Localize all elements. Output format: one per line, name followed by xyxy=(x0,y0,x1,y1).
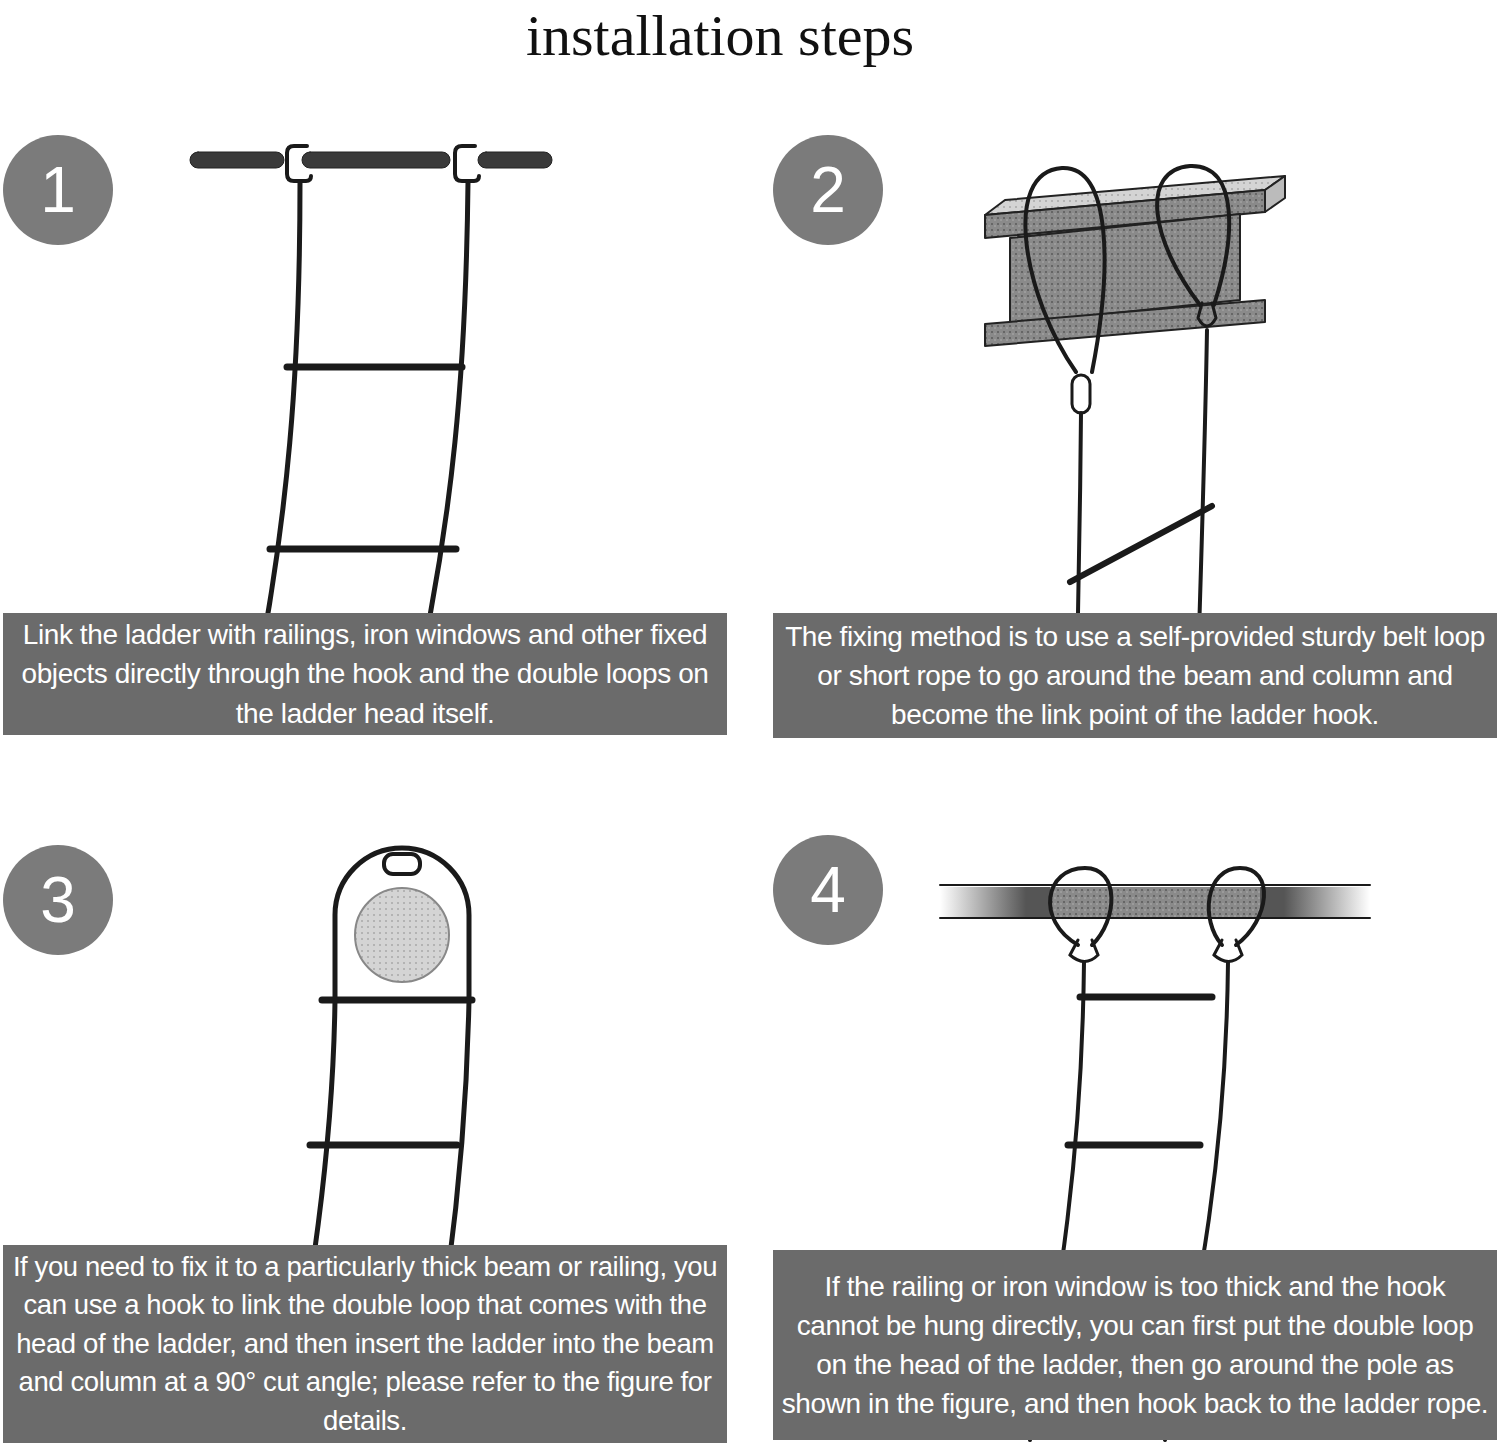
figure-stroke xyxy=(940,917,1370,919)
figure-stroke xyxy=(1157,166,1229,305)
caption-text: Link the ladder with railings, iron wind… xyxy=(11,615,719,733)
figure-stroke xyxy=(270,546,456,553)
figure-stroke xyxy=(1265,176,1285,212)
figure-stroke xyxy=(355,888,449,982)
figure-stroke xyxy=(1050,887,1260,917)
step-number: 2 xyxy=(810,158,846,222)
figure-stroke xyxy=(310,1142,457,1149)
figure-stroke xyxy=(1025,168,1104,372)
caption-band: Link the ladder with railings, iron wind… xyxy=(3,613,727,735)
step-number-circle: 3 xyxy=(3,845,113,955)
figure-stroke xyxy=(985,300,1265,346)
caption-text: If the railing or iron window is too thi… xyxy=(781,1267,1489,1424)
figure-stroke xyxy=(335,848,469,1000)
caption-band: If the railing or iron window is too thi… xyxy=(773,1250,1497,1440)
figure-stroke xyxy=(1050,868,1111,945)
step-number: 3 xyxy=(40,868,76,932)
figure-stroke xyxy=(287,364,462,371)
figure-stroke xyxy=(384,854,420,874)
caption-band: If you need to fix it to a particularly … xyxy=(3,1245,727,1443)
step-number: 1 xyxy=(40,158,76,222)
caption-band: The fixing method is to use a self-provi… xyxy=(773,613,1497,738)
figure-stroke xyxy=(1198,303,1216,326)
step-number-circle: 1 xyxy=(3,135,113,245)
figure-stroke xyxy=(1072,375,1090,413)
figure-stroke xyxy=(940,887,1370,917)
figure-stroke xyxy=(455,146,479,181)
figure-stroke xyxy=(1070,506,1212,582)
caption-text: The fixing method is to use a self-provi… xyxy=(781,617,1489,735)
figure-stroke xyxy=(302,152,450,168)
figure-stroke xyxy=(1080,994,1212,1001)
figure-stroke xyxy=(478,152,552,168)
figure-stroke xyxy=(287,146,311,181)
figure-stroke xyxy=(1214,940,1242,962)
figure-stroke xyxy=(1070,940,1098,962)
figure-stroke xyxy=(322,997,472,1004)
diagram-title: installation steps xyxy=(0,2,1440,69)
step-number-circle: 2 xyxy=(773,135,883,245)
step-number-circle: 4 xyxy=(773,835,883,945)
figure-stroke xyxy=(1068,1142,1200,1149)
figure-stroke xyxy=(190,152,284,168)
caption-text: If you need to fix it to a particularly … xyxy=(11,1248,719,1441)
figure-stroke xyxy=(1209,868,1264,945)
figure-stroke xyxy=(940,884,1370,886)
step-number: 4 xyxy=(810,858,846,922)
